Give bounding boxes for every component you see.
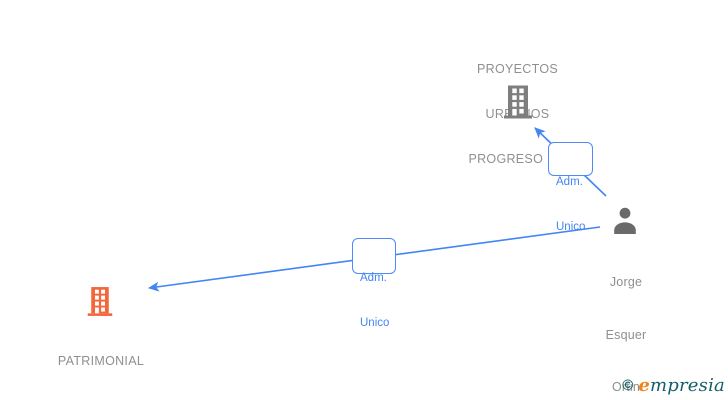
building-icon[interactable] xyxy=(502,85,534,119)
brand-wordmark: empresia xyxy=(638,375,725,396)
edge-label-line2: Unico xyxy=(360,317,390,329)
brand-initial: e xyxy=(638,375,651,396)
building-icon[interactable] xyxy=(86,285,114,318)
edge-label-line1: Adm. xyxy=(360,272,387,284)
edge-label-adm-unico-left: Adm. Unico xyxy=(352,238,396,329)
company-left-name[interactable]: PATRIMONIAL MAYBOR SL xyxy=(38,324,164,400)
company-top-name-line1: PROYECTOS xyxy=(477,62,558,76)
edge-label-line1: Adm. xyxy=(556,176,583,188)
person-name-line3: Ortin xyxy=(611,380,641,394)
edge-label-line2: Unico xyxy=(556,221,586,233)
person-name-line2: Esquer xyxy=(605,327,647,342)
person-icon[interactable] xyxy=(611,206,639,234)
empresia-logo[interactable]: © empresia xyxy=(622,375,725,396)
person-name[interactable]: Jorge Esquer Ortin xyxy=(584,239,668,400)
brand-rest: mpresia xyxy=(650,375,725,396)
company-left-name-line1: PATRIMONIAL xyxy=(57,354,145,368)
company-top-name[interactable]: PROYECTOS URBANOS PROGRESO SL xyxy=(455,32,580,197)
person-name-line1: Jorge xyxy=(609,275,643,289)
copyright-icon: © xyxy=(622,377,634,394)
edge-label-adm-unico-top: Adm. Unico xyxy=(548,142,593,233)
